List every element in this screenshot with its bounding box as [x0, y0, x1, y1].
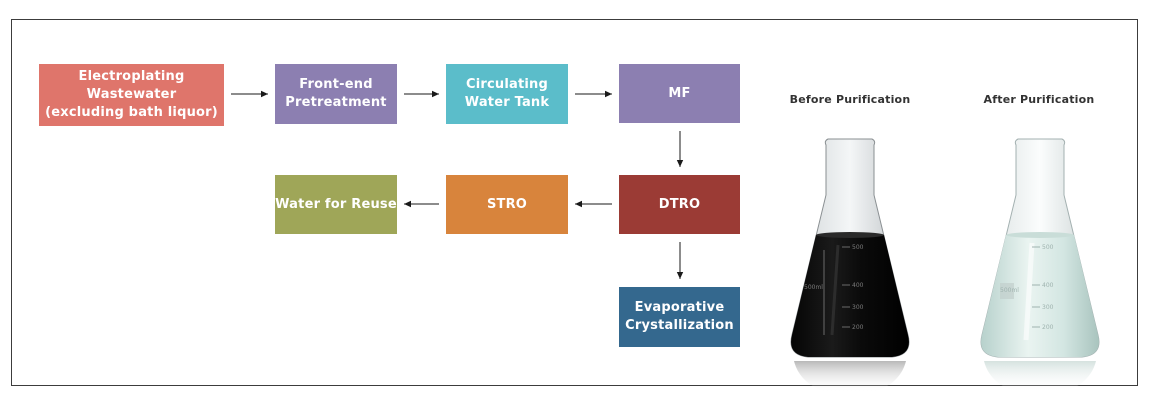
node-electroplating-wastewater: Electroplating Wastewater (excluding bat…: [39, 64, 224, 126]
before-scale-mark-200: 200: [852, 324, 864, 331]
node-front-end-pretreatment: Front-end Pretreatment: [275, 64, 397, 124]
node-stro: STRO: [446, 175, 568, 234]
after-scale-mark-400: 400: [1042, 282, 1054, 289]
after-purification-caption: After Purification: [983, 93, 1095, 106]
before-scale-mark-300: 300: [852, 304, 864, 311]
node-circulating-water-tank: Circulating Water Tank: [446, 64, 568, 124]
before-scale-mark-500: 500: [852, 244, 864, 251]
node-dtro: DTRO: [619, 175, 740, 234]
node-water-for-reuse: Water for Reuse: [275, 175, 397, 234]
after-purification-flask-image: 500 400 300 200 500ml: [980, 138, 1100, 393]
after-scale-volume: 500ml: [1000, 287, 1019, 294]
node-evaporative-crystallization: Evaporative Crystallization: [619, 287, 740, 347]
before-scale-volume: 500ml: [804, 284, 823, 291]
node-mf: MF: [619, 64, 740, 123]
after-scale-mark-500: 500: [1042, 244, 1054, 251]
after-scale-mark-300: 300: [1042, 304, 1054, 311]
before-purification-caption: Before Purification: [789, 93, 911, 106]
after-scale-mark-200: 200: [1042, 324, 1054, 331]
before-scale-mark-400: 400: [852, 282, 864, 289]
before-purification-flask-image: 500 400 300 200 500ml: [790, 138, 910, 393]
